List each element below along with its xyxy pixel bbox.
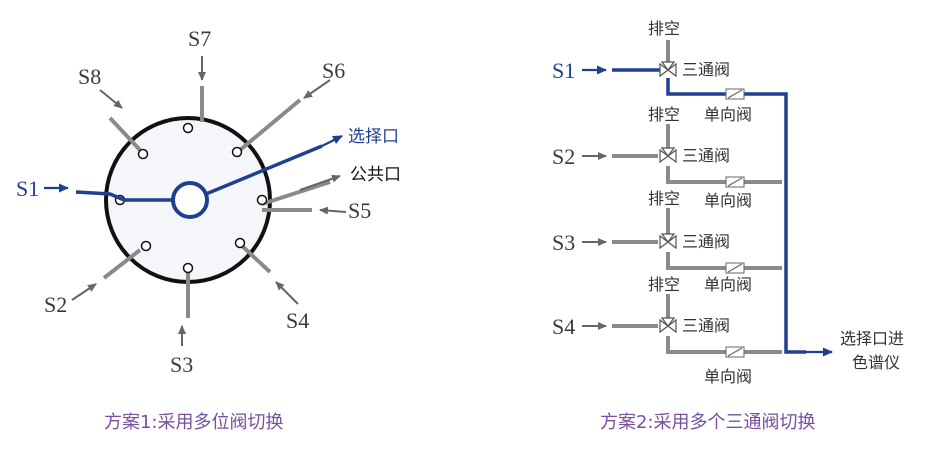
port-hole (234, 237, 246, 249)
check-valve-symbol (725, 262, 745, 274)
port-hole (140, 240, 152, 252)
vent-label: 排空 (648, 105, 680, 124)
vent-label: 排空 (648, 189, 680, 208)
three-way-valve-symbol (659, 147, 677, 164)
branch-pipe-s4 (666, 336, 782, 354)
rotor-path-outlet (205, 144, 323, 196)
port-label-s1: S1 (16, 176, 39, 201)
stream-label-s4: S4 (552, 314, 575, 339)
stream-label-s3: S3 (552, 230, 575, 255)
port-label-s4: S4 (286, 308, 309, 333)
port-hole (256, 194, 268, 206)
pipe-s6 (238, 98, 302, 152)
common-arrow (299, 174, 341, 191)
check-valve-label: 单向阀 (704, 105, 752, 124)
three-way-valve-symbol (659, 317, 677, 334)
rotor-path-inlet (75, 190, 172, 202)
s2-arrow (71, 283, 97, 301)
pipe-s4 (238, 242, 272, 274)
three-way-valve-label: 三通阀 (682, 316, 730, 335)
s8-arrow (99, 89, 123, 109)
select-port-arrow (321, 135, 343, 147)
pipe-s2 (102, 248, 142, 280)
multiposition-valve-diagram: S7 S6 S8 选择口 公共口 S5 S4 S3 S2 S1 方案1:采用多位… (16, 26, 401, 433)
three-way-valve-symbol (659, 233, 677, 250)
s6-arrow (303, 79, 331, 99)
outlet-label-line1: 选择口进 (840, 329, 904, 348)
s5-arrow (319, 206, 347, 215)
port-hole (182, 262, 194, 274)
three-way-valve-label: 三通阀 (682, 146, 730, 165)
outlet-label-line2: 色谱仪 (852, 353, 900, 372)
s4-arrow (275, 281, 299, 305)
three-way-valve-symbol (659, 61, 677, 78)
port-label-s2: S2 (44, 292, 67, 317)
active-flow-path (666, 78, 806, 354)
three-way-valve-label: 三通阀 (682, 232, 730, 251)
pipe-s8 (108, 116, 142, 152)
check-valve-symbol (725, 346, 745, 358)
port-label-s7: S7 (188, 26, 211, 51)
three-way-valve-label: 三通阀 (682, 60, 730, 79)
port-label-s8: S8 (78, 64, 101, 89)
three-way-valve-diagram: S1 S2 S3 S4 排空 排空 排空 排空 三通阀 三通阀 三通阀 三通阀 … (552, 19, 904, 433)
check-valve-label: 单向阀 (704, 275, 752, 294)
check-valve-label: 单向阀 (704, 367, 752, 386)
check-valve-symbol (725, 88, 745, 100)
branch-pipe-s3 (666, 252, 782, 270)
left-caption: 方案1:采用多位阀切换 (104, 412, 284, 433)
port-label-s5: S5 (348, 198, 371, 223)
port-label-s3: S3 (170, 352, 193, 377)
right-caption: 方案2:采用多个三通阀切换 (600, 412, 816, 433)
port-label-s6: S6 (322, 58, 345, 83)
select-port-label: 选择口 (348, 127, 399, 147)
common-port-label: 公共口 (350, 165, 401, 185)
rotor-center (171, 181, 209, 219)
port-hole (182, 122, 194, 134)
vent-label: 排空 (648, 275, 680, 294)
stream-label-s2: S2 (552, 144, 575, 169)
check-valve-symbol (725, 176, 745, 188)
pipe-common (261, 180, 331, 206)
stream-label-s1: S1 (552, 58, 575, 83)
port-hole (231, 146, 243, 158)
port-hole (137, 148, 149, 160)
branch-pipe-s2 (666, 166, 782, 184)
vent-label: 排空 (648, 19, 680, 38)
check-valve-label: 单向阀 (704, 191, 752, 210)
